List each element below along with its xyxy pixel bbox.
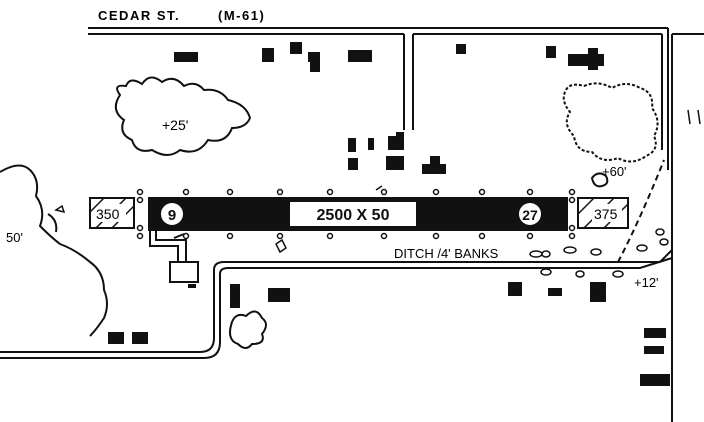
taxiway bbox=[149, 231, 187, 262]
small-tree-east bbox=[590, 172, 609, 188]
perimeter-road bbox=[0, 159, 673, 359]
elevation-east-lower: +12' bbox=[634, 275, 659, 290]
runway-edge-lights bbox=[136, 188, 576, 240]
buildings-north bbox=[174, 42, 604, 72]
buildings-center bbox=[348, 132, 446, 174]
west-overrun bbox=[89, 197, 135, 229]
cedar-street-road bbox=[88, 27, 704, 422]
road-route-label: (M-61) bbox=[218, 8, 265, 23]
scattered-marks bbox=[54, 109, 701, 254]
tree-line-west bbox=[0, 164, 108, 337]
tree-cluster-east bbox=[562, 82, 659, 163]
elevation-trees-east: +60' bbox=[602, 164, 627, 179]
ditch-label: DITCH /4' BANKS bbox=[394, 246, 499, 261]
elevation-west-edge: 50' bbox=[6, 230, 23, 245]
runway-dimensions: 2500 X 50 bbox=[317, 207, 390, 224]
small-tree-south bbox=[229, 310, 267, 349]
runway-end-27-number: 27 bbox=[522, 207, 538, 223]
hangar-building bbox=[169, 261, 199, 283]
runway-label-box bbox=[290, 202, 416, 226]
buildings-south bbox=[108, 282, 670, 386]
runway-end-27-marker bbox=[519, 203, 541, 225]
east-overrun bbox=[577, 197, 629, 229]
fuel-pump bbox=[188, 284, 196, 288]
road-name-label: CEDAR ST. bbox=[98, 8, 180, 23]
east-overrun-length: 375 bbox=[594, 206, 618, 222]
west-overrun-length: 350 bbox=[96, 206, 120, 222]
elevation-trees-center: +25' bbox=[162, 117, 188, 133]
runway-end-9-marker bbox=[161, 203, 183, 225]
ditch-bank-marks bbox=[529, 228, 669, 278]
tree-cluster-center bbox=[114, 76, 252, 156]
runway-end-9-number: 9 bbox=[168, 207, 176, 224]
